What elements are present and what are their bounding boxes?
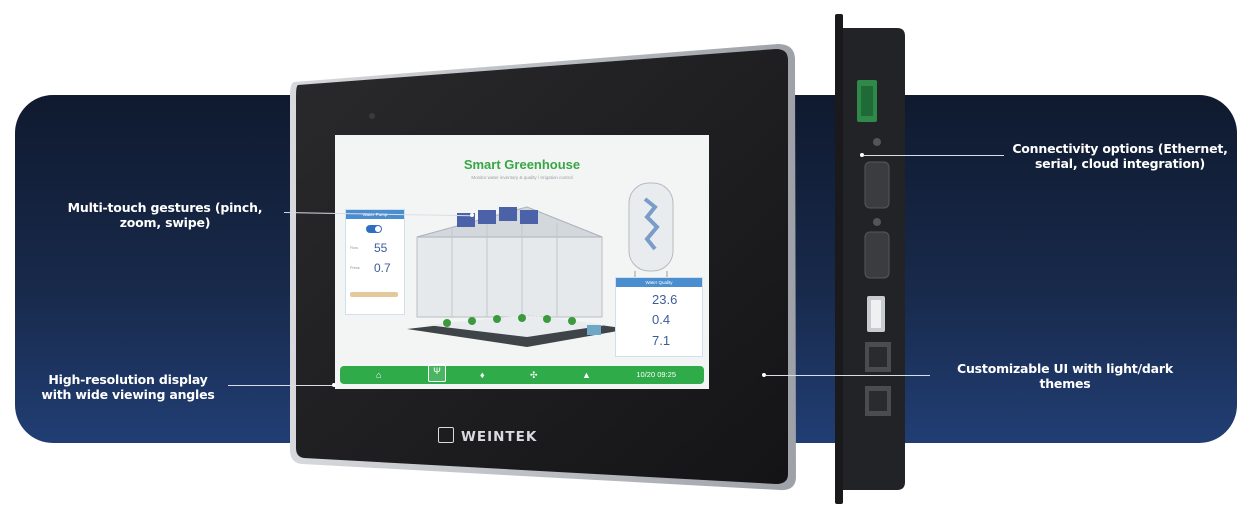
screen-clock: 10/20 09:25: [636, 370, 676, 379]
drop-icon[interactable]: ♦: [480, 370, 485, 380]
callout-connectivity: Connectivity options (Ethernet, serial, …: [1012, 141, 1228, 171]
callout-multitouch: Multi-touch gestures (pinch, zoom, swipe…: [67, 200, 263, 230]
multitouch-leader-dot: [470, 213, 474, 217]
callout-resolution: High-resolution display with wide viewin…: [41, 372, 215, 402]
screen-title: Smart Greenhouse: [463, 157, 581, 172]
pump-toggle[interactable]: [366, 225, 382, 233]
hmi-front-panel: Smart Greenhouse Monitor water inventory…: [290, 44, 796, 491]
callout-customizable: Customizable UI with light/dark themes: [957, 361, 1173, 391]
pump-slider[interactable]: [350, 292, 398, 297]
water-pump-panel: Water Pump Flow 55 Press 0.7: [345, 209, 405, 315]
quality-value-1: 23.6: [652, 292, 678, 307]
water-quality-header: Water Quality: [616, 278, 702, 287]
brand-logo: WEINTEK: [461, 429, 538, 445]
quality-value-2: 0.4: [652, 312, 671, 327]
resolution-leader-line: [228, 385, 332, 386]
hmi-screen: Smart Greenhouse Monitor water inventory…: [335, 135, 709, 389]
home-icon[interactable]: ⌂: [376, 370, 382, 380]
alarm-icon[interactable]: ▲: [582, 370, 591, 380]
greenhouse-illustration: [407, 206, 629, 347]
weintek-logo-icon: [438, 427, 454, 443]
hmi-side-view: [835, 14, 905, 504]
quality-value-3: 7.1: [652, 333, 671, 348]
pump-label-2: Press: [350, 266, 360, 270]
connectivity-leader-line: [864, 155, 1004, 156]
resolution-leader-dot: [332, 383, 336, 387]
pump-value-1: 55: [374, 241, 388, 255]
connectivity-leader-dot: [860, 153, 864, 157]
pump-value-2: 0.7: [374, 261, 391, 275]
customizable-leader-dot: [762, 373, 766, 377]
plant-icon[interactable]: Ψ: [428, 364, 446, 382]
screen-subtitle: Monitor water inventory & quality / Irri…: [471, 175, 573, 180]
pump-label-1: Flow: [350, 246, 359, 250]
water-quality-panel: Water Quality 23.6 0.4 7.1: [615, 277, 703, 357]
fan-icon[interactable]: ✣: [530, 370, 538, 380]
water-tank-icon: [628, 182, 674, 277]
screen-nav-bar: ⌂ Ψ ♦ ✣ ▲ 10/20 09:25: [340, 364, 704, 384]
customizable-leader-line: [766, 375, 930, 376]
